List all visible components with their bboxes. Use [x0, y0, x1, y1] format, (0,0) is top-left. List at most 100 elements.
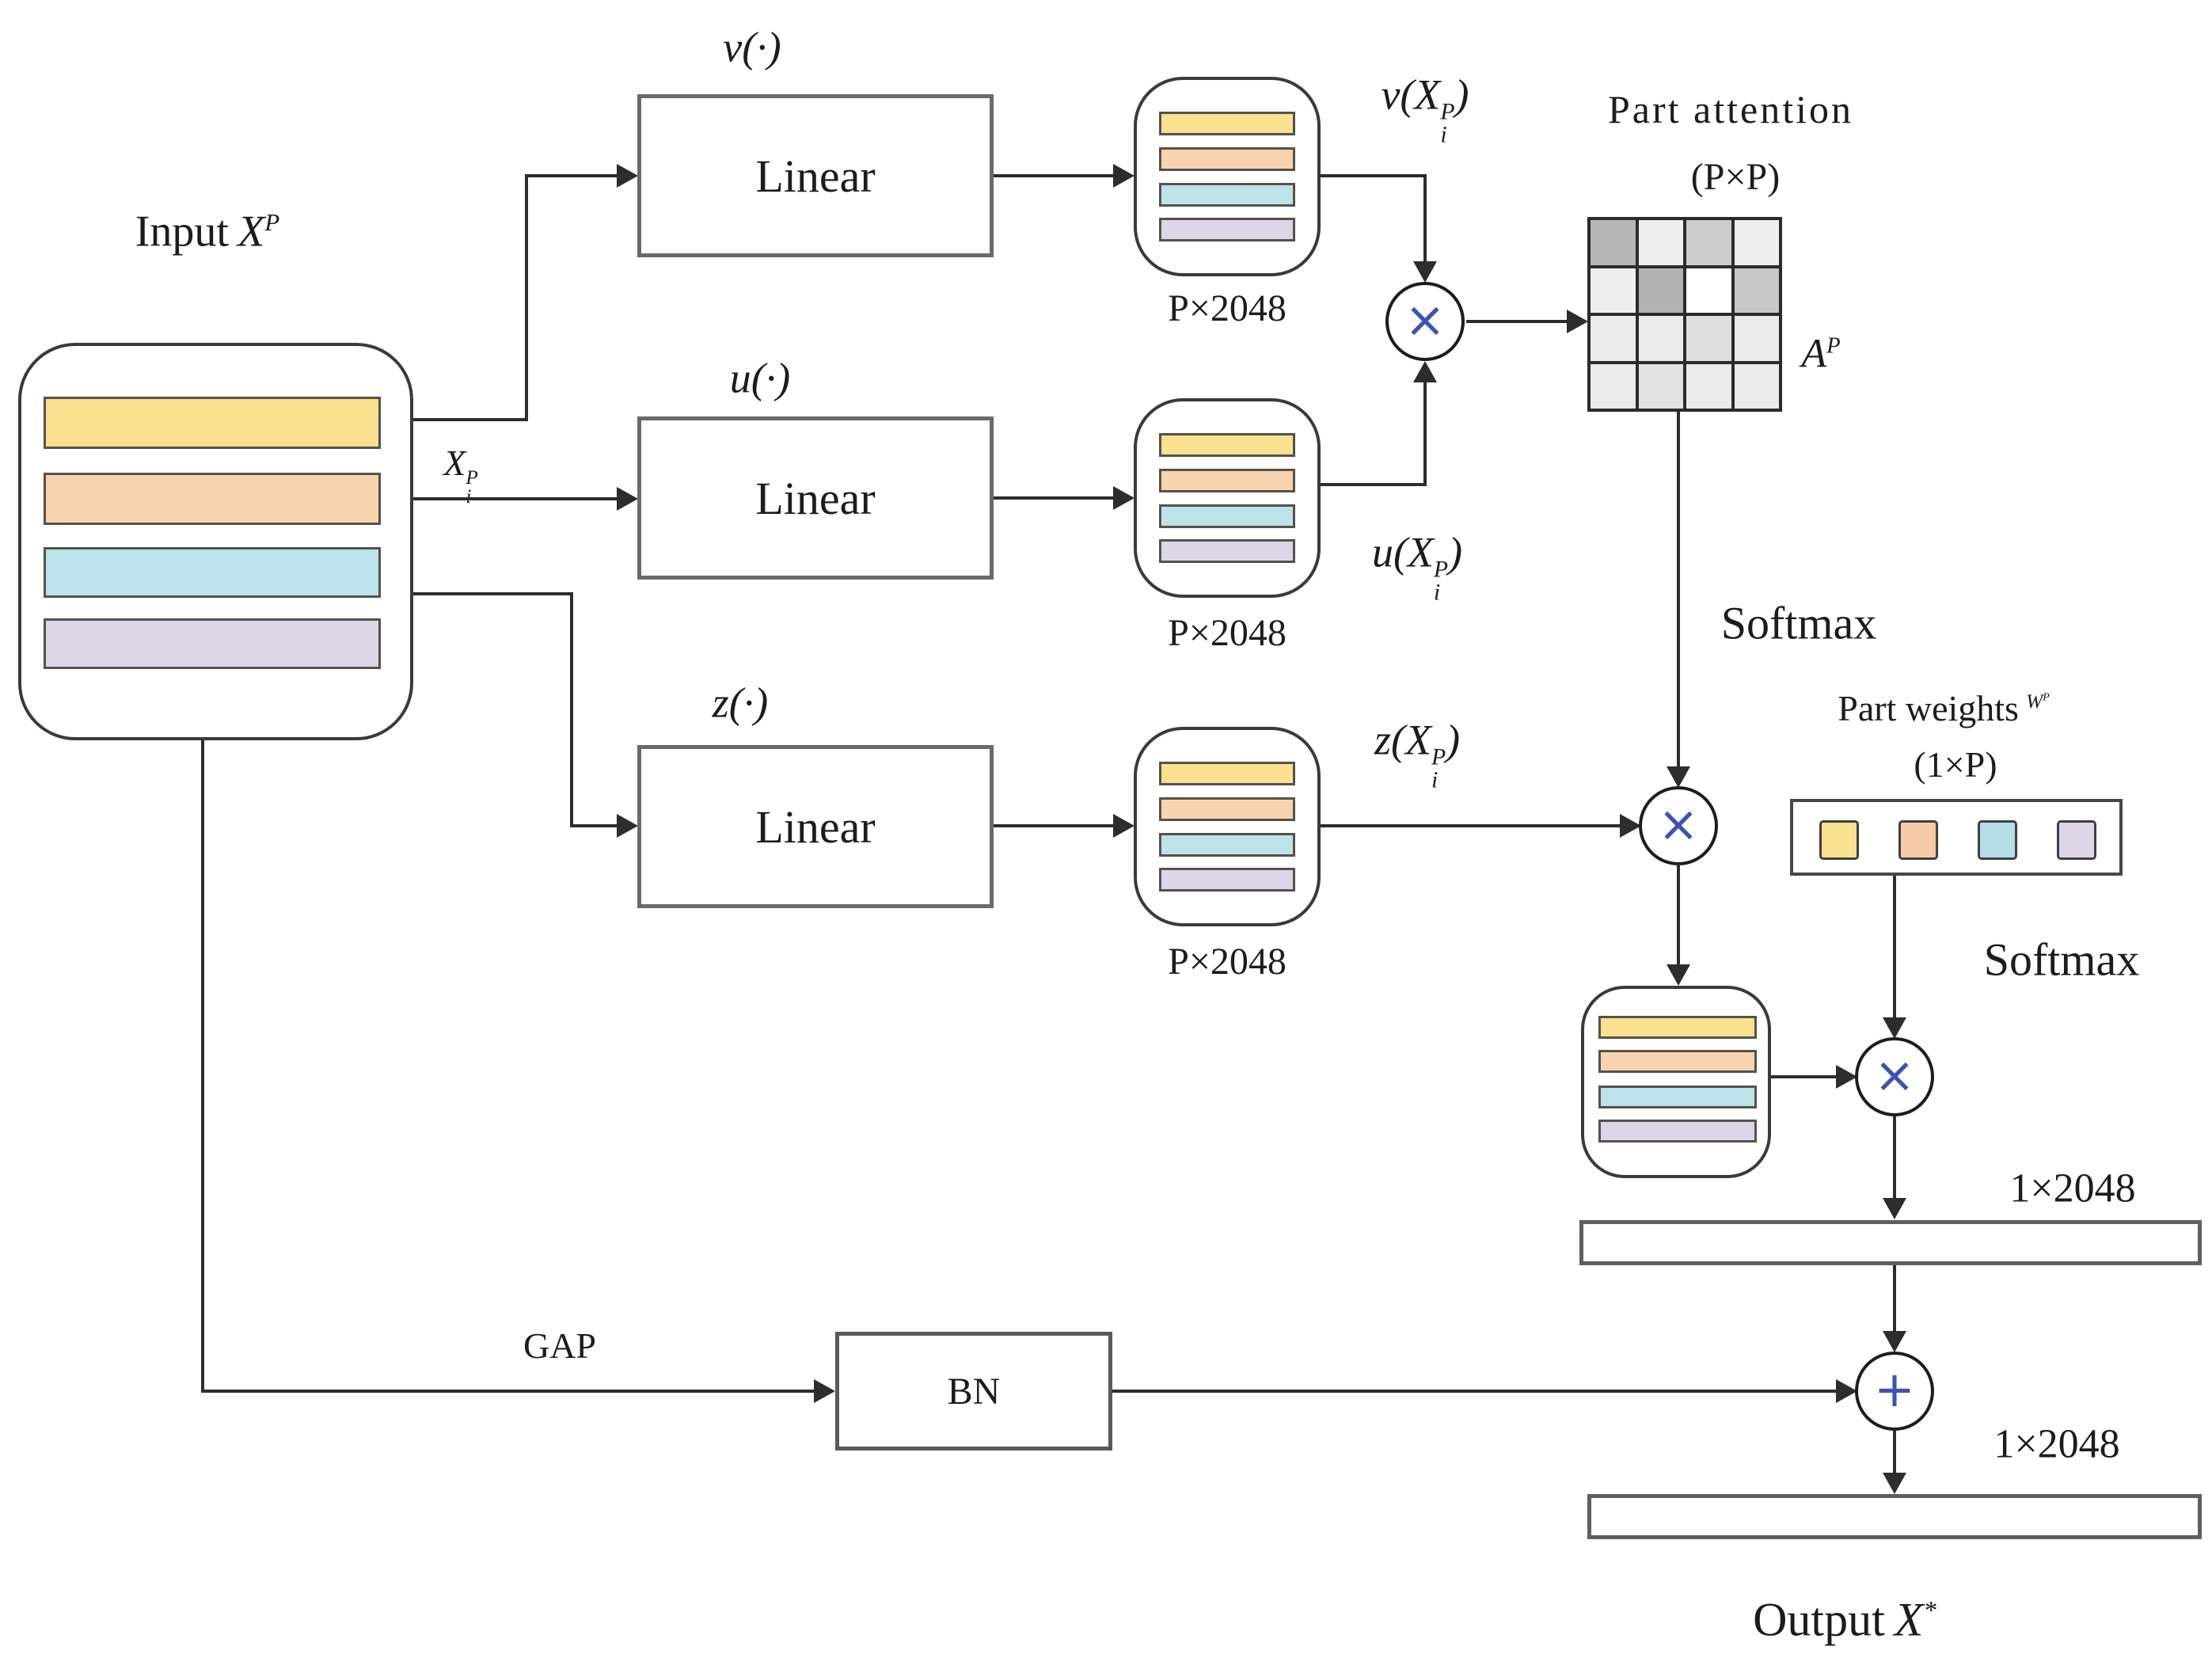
- attention-matrix-label: AP: [1801, 333, 1840, 377]
- stack-bar: [1598, 1120, 1757, 1143]
- arrow-into-mult1-top: [1413, 261, 1437, 283]
- vector2-dim-label: 1×2048: [1993, 1421, 2120, 1467]
- stack-z-dim: P×2048: [1168, 940, 1287, 983]
- paren: ): [1448, 528, 1463, 576]
- input-title-var: X: [238, 207, 265, 257]
- arrow-into-vector1: [1883, 1198, 1906, 1219]
- stack-bar: [1159, 797, 1295, 821]
- gap-skip-line: [201, 1390, 815, 1393]
- xi-sub: i: [1440, 122, 1447, 148]
- stack-bar: [1159, 469, 1295, 492]
- add-node: +: [1855, 1352, 1934, 1431]
- stack-bar: [1159, 762, 1295, 785]
- vector-bar-2: [1587, 1494, 2202, 1539]
- linear-label: Linear: [755, 150, 876, 202]
- linear-label: Linear: [755, 472, 876, 524]
- attention-cell: [1732, 266, 1781, 314]
- fn-label-v: v(·): [723, 25, 781, 70]
- bn-to-add-line: [1112, 1390, 1838, 1393]
- attention-cell: [1685, 219, 1733, 267]
- part-weights-box: [1790, 799, 2123, 876]
- arrow-into-linear-z: [617, 814, 638, 838]
- multiply-node-2: ×: [1639, 786, 1718, 865]
- xi-sub: i: [1433, 580, 1441, 606]
- attention-cell: [1636, 314, 1685, 363]
- part-weights-dim: (1×P): [1914, 743, 1997, 785]
- attention-cell: [1589, 362, 1637, 410]
- attention-cell: [1589, 314, 1637, 363]
- part-weights-title: Part weights WP: [1838, 687, 2050, 728]
- fn-arg: (·): [728, 679, 769, 727]
- linear-box-z: Linear: [637, 745, 994, 908]
- matrix-sup: P: [1826, 333, 1841, 359]
- arrow-into-add-left: [1836, 1379, 1857, 1403]
- stack-u-dim: P×2048: [1168, 611, 1287, 654]
- u-to-mult-line: [1423, 382, 1427, 485]
- arrow-into-mult1-bottom: [1413, 361, 1437, 382]
- arrow-into-result-stack: [1667, 964, 1690, 986]
- stack-bar: [1159, 539, 1295, 563]
- multiply-icon: ×: [1874, 1046, 1915, 1104]
- xi-sub: i: [466, 487, 477, 507]
- part-weights-word: Part weights: [1838, 687, 2019, 728]
- arrow-into-mult2-left: [1620, 814, 1641, 838]
- z-branch-line: [570, 592, 573, 827]
- output-var: X: [1894, 1593, 1924, 1646]
- z-to-mult2-line: [1321, 824, 1623, 827]
- linear-u-out-line: [994, 496, 1114, 500]
- paren: ): [1446, 716, 1461, 764]
- arrow-into-stack-z: [1113, 814, 1135, 838]
- attention-cell: [1685, 362, 1733, 410]
- paren: (: [1393, 528, 1408, 576]
- xi-base: X: [443, 442, 466, 483]
- stack-u: [1134, 398, 1321, 598]
- stack-bar: [1159, 433, 1295, 457]
- xi-sup: P: [466, 466, 478, 489]
- fn-z: z: [712, 679, 729, 727]
- matrix-base: A: [1801, 331, 1827, 377]
- v-branch-line: [525, 174, 618, 177]
- xi-base: X: [1407, 528, 1434, 576]
- softmax1-label: Softmax: [1720, 597, 1877, 649]
- fn-label-z: z(·): [712, 679, 769, 727]
- arrow-into-stack-u: [1113, 486, 1135, 510]
- arrow-into-mult2: [1667, 766, 1690, 788]
- output-title: Output X*: [1753, 1595, 1936, 1645]
- fn-u: u: [1371, 528, 1393, 576]
- output-word: Output: [1753, 1593, 1885, 1646]
- gap-label: GAP: [523, 1325, 597, 1366]
- gap-skip-line: [201, 740, 204, 1393]
- weight-square-blue: [1978, 820, 2017, 860]
- input-title: Input XP: [135, 207, 280, 257]
- input-title-sup: P: [264, 208, 280, 236]
- arrow-into-linear-v: [617, 164, 638, 188]
- attention-cell: [1589, 219, 1637, 267]
- fn-z: z: [1374, 716, 1391, 764]
- result-to-mult3-line: [1771, 1075, 1838, 1078]
- attention-cell: [1685, 266, 1733, 314]
- fn-u: u: [729, 354, 751, 402]
- input-bar-yellow: [44, 397, 381, 449]
- bn-box: BN: [835, 1332, 1112, 1451]
- multiply-node-1: ×: [1385, 282, 1465, 361]
- stack-bar: [1159, 504, 1295, 528]
- stack-bar: [1598, 1086, 1757, 1108]
- attention-cell: [1589, 266, 1637, 314]
- arrow-into-stack-v: [1113, 164, 1135, 188]
- linear-label: Linear: [755, 800, 876, 853]
- stack-bar: [1598, 1050, 1757, 1073]
- weighted-feature-stack: [1581, 986, 1771, 1178]
- fn-v: v: [1381, 70, 1401, 119]
- stack-bar: [1159, 833, 1295, 857]
- arrow-into-attention-grid: [1567, 310, 1588, 333]
- output-sup: *: [1923, 1596, 1936, 1625]
- weight-square-lavender: [2057, 820, 2096, 860]
- attention-cell: [1732, 314, 1781, 363]
- input-bar-blue: [44, 547, 381, 598]
- z-branch-line: [413, 592, 573, 595]
- stack-bar: [1159, 112, 1295, 135]
- weights-sup: P: [2043, 691, 2050, 704]
